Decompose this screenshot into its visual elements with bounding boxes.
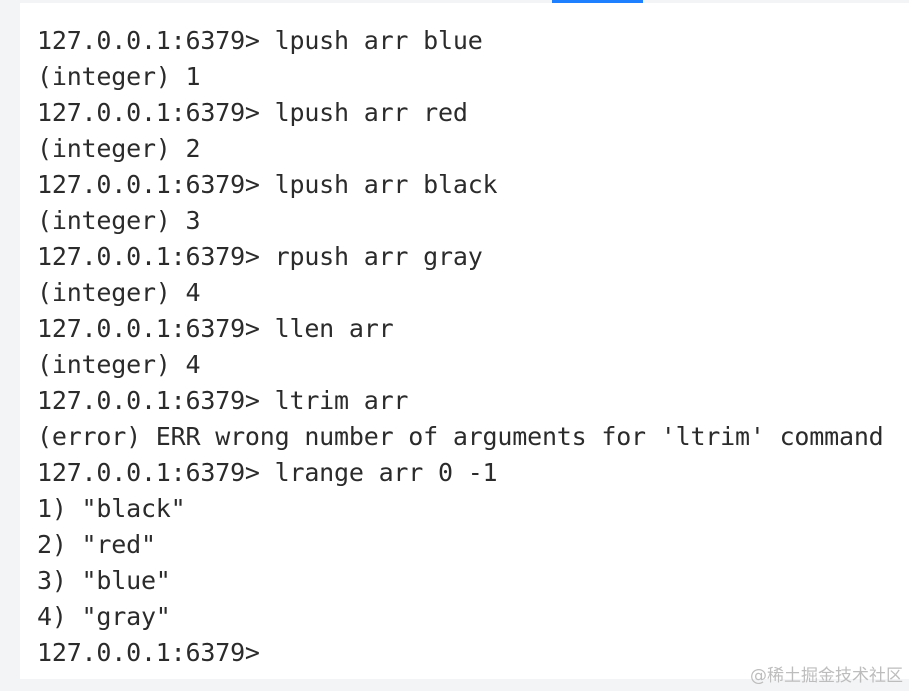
terminal-output: 127.0.0.1:6379> lpush arr blue (integer)… xyxy=(37,23,884,671)
line-text: (integer) 3 xyxy=(37,206,201,235)
redis-cli-terminal[interactable]: 127.0.0.1:6379> lpush arr blue (integer)… xyxy=(20,3,909,679)
terminal-line: 2) "red" xyxy=(37,527,884,563)
cli-prompt: 127.0.0.1:6379> xyxy=(37,458,275,487)
terminal-line: 4) "gray" xyxy=(37,599,884,635)
line-text: (integer) 4 xyxy=(37,350,201,379)
cli-prompt: 127.0.0.1:6379> xyxy=(37,170,275,199)
terminal-line: 127.0.0.1:6379> llen arr xyxy=(37,311,884,347)
active-tab-indicator xyxy=(552,0,643,3)
line-text: (integer) 1 xyxy=(37,62,201,91)
cli-prompt: 127.0.0.1:6379> xyxy=(37,98,275,127)
cli-prompt: 127.0.0.1:6379> xyxy=(37,638,260,667)
line-text: ltrim arr xyxy=(274,386,409,415)
terminal-line: (integer) 4 xyxy=(37,347,884,383)
line-text: lrange arr 0 -1 xyxy=(274,458,498,487)
line-text: (integer) 2 xyxy=(37,134,201,163)
terminal-line: 127.0.0.1:6379> lrange arr 0 -1 xyxy=(37,455,884,491)
terminal-line: (integer) 2 xyxy=(37,131,884,167)
terminal-line: 127.0.0.1:6379> lpush arr blue xyxy=(37,23,884,59)
line-text: (integer) 4 xyxy=(37,278,201,307)
terminal-line: 1) "black" xyxy=(37,491,884,527)
cli-prompt: 127.0.0.1:6379> xyxy=(37,386,275,415)
cli-prompt: 127.0.0.1:6379> xyxy=(37,314,275,343)
terminal-line: (integer) 1 xyxy=(37,59,884,95)
cli-prompt: 127.0.0.1:6379> xyxy=(37,242,275,271)
line-text: 4) "gray" xyxy=(37,602,171,631)
terminal-line: 127.0.0.1:6379> lpush arr red xyxy=(37,95,884,131)
line-text: 3) "blue" xyxy=(37,566,171,595)
line-text: llen arr xyxy=(274,314,394,343)
terminal-line: 127.0.0.1:6379> rpush arr gray xyxy=(37,239,884,275)
terminal-line: 3) "blue" xyxy=(37,563,884,599)
terminal-line: (error) ERR wrong number of arguments fo… xyxy=(37,419,884,455)
terminal-line: 127.0.0.1:6379> lpush arr black xyxy=(37,167,884,203)
terminal-line: (integer) 4 xyxy=(37,275,884,311)
line-text: lpush arr red xyxy=(274,98,468,127)
terminal-line: 127.0.0.1:6379> ltrim arr xyxy=(37,383,884,419)
cli-prompt: 127.0.0.1:6379> xyxy=(37,26,275,55)
line-text: lpush arr black xyxy=(274,170,498,199)
watermark-label: @稀土掘金技术社区 xyxy=(750,666,903,686)
line-text: rpush arr gray xyxy=(274,242,483,271)
line-text: lpush arr blue xyxy=(274,26,483,55)
line-text: 1) "black" xyxy=(37,494,186,523)
line-text: 2) "red" xyxy=(37,530,156,559)
terminal-line: 127.0.0.1:6379> xyxy=(37,635,884,671)
terminal-line: (integer) 3 xyxy=(37,203,884,239)
line-text: (error) ERR wrong number of arguments fo… xyxy=(37,422,884,451)
